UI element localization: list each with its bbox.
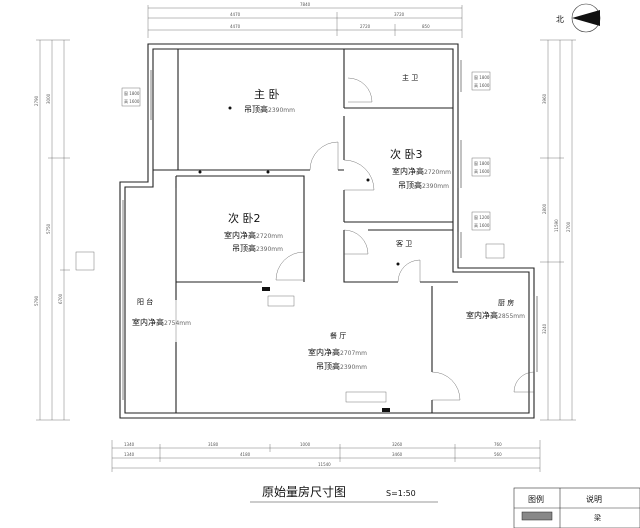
- room-bed2-name: 次 卧2: [228, 211, 261, 225]
- room-kitchen-clear: 室内净高2855mm: [466, 310, 525, 320]
- tag-1b: 高 1600: [124, 98, 140, 104]
- dim-bot-e: 760: [494, 442, 502, 447]
- dim-top-e: 850: [422, 24, 430, 29]
- room-master-ceiling: 吊顶高2390mm: [244, 104, 295, 114]
- dim-bot-a: 1340: [124, 442, 135, 447]
- drawing-scale: S=1:50: [386, 489, 416, 498]
- windows: [119, 60, 538, 400]
- drawing-title: 原始量房尺寸图: [262, 484, 346, 499]
- dim-left-e: 6700: [58, 293, 63, 304]
- tag-3b: 高 1600: [474, 168, 490, 174]
- dim-right-d: 11590: [554, 219, 559, 232]
- markers: [198, 106, 400, 412]
- bottom-dimension-chain: 1340 3180 1000 3260 760 1340 4180 3460 5…: [111, 440, 541, 472]
- dim-right-e: 2700: [566, 221, 571, 232]
- left-dimension-chain: 2790 5790 3000 5750 6700: [34, 39, 70, 421]
- dim-left-d: 5750: [46, 223, 51, 234]
- dim-top-overall: 7840: [300, 2, 311, 7]
- legend-col2: 说明: [586, 494, 602, 504]
- tag-2a: 窗 1800: [474, 74, 490, 80]
- room-dining-name: 餐 厅: [330, 331, 346, 340]
- tag-4a: 窗 1200: [474, 214, 490, 220]
- tag-3a: 窗 1800: [474, 160, 490, 166]
- room-bed3-clear: 室内净高2720mm: [392, 166, 451, 176]
- room-dining-ceiling: 吊顶高2390mm: [316, 361, 367, 371]
- dim-right-c: 3240: [542, 323, 547, 334]
- room-balcony-clear: 室内净高2754mm: [132, 317, 191, 327]
- walls: [119, 43, 535, 419]
- dim-top-a: 4470: [230, 12, 241, 17]
- dim-left-b: 5790: [34, 295, 39, 306]
- dim-right-a: 3960: [542, 93, 547, 104]
- dim-bot-f: 1340: [124, 452, 135, 457]
- dim-top-b: 3720: [394, 12, 405, 17]
- north-compass: 北: [556, 3, 601, 33]
- room-labels: 主 卧 吊顶高2390mm 主 卫 次 卧3 室内净高2720mm 吊顶高239…: [132, 73, 525, 371]
- right-dimension-chain: 3960 2800 3240 11590 2700: [540, 39, 576, 421]
- dim-bot-i: 560: [494, 452, 502, 457]
- dim-top-c: 4470: [230, 24, 241, 29]
- tag-4b: 高 1600: [474, 222, 490, 228]
- room-dining-clear: 室内净高2707mm: [308, 347, 367, 357]
- legend-table: 图例 说明 梁: [513, 487, 640, 528]
- dim-left-c: 3000: [46, 93, 51, 104]
- room-bed2-ceiling: 吊顶高2390mm: [232, 243, 283, 253]
- legend-beam-swatch: [521, 511, 553, 521]
- compass-label: 北: [556, 15, 564, 24]
- room-kitchen-name: 厨 房: [498, 298, 514, 307]
- window-tags: 窗 1800 高 1600 窗 1800 高 1600 窗 1800 高 160…: [75, 71, 505, 271]
- room-bed2-clear: 室内净高2720mm: [224, 230, 283, 240]
- room-bed3-name: 次 卧3: [390, 147, 423, 161]
- title-block: 原始量房尺寸图 S=1:50: [250, 484, 438, 503]
- dim-bot-g: 4180: [240, 452, 251, 457]
- dim-bot-overall: 11540: [318, 462, 331, 467]
- dim-left-a: 2790: [34, 95, 39, 106]
- dim-bot-d: 3260: [392, 442, 403, 447]
- dim-right-b: 2800: [542, 203, 547, 214]
- room-bed3-ceiling: 吊顶高2390mm: [398, 180, 449, 190]
- room-bath-guest-name: 客 卫: [396, 239, 412, 248]
- tag-1a: 窗 1800: [124, 90, 140, 96]
- dim-bot-b: 3180: [208, 442, 219, 447]
- dim-top-d: 2720: [360, 24, 371, 29]
- room-bath-main-name: 主 卫: [402, 73, 418, 82]
- dim-bot-c: 1000: [300, 442, 311, 447]
- room-master-name: 主 卧: [254, 88, 280, 101]
- legend-row-text: 梁: [594, 513, 601, 522]
- doors: [175, 77, 535, 401]
- room-balcony-name: 阳 台: [137, 297, 153, 306]
- dim-bot-h: 3460: [392, 452, 403, 457]
- legend-col1: 图例: [528, 494, 544, 504]
- top-dimension-chain: 7840 4470 3720 4470 2720 850: [147, 2, 463, 38]
- tag-2b: 高 1600: [474, 82, 490, 88]
